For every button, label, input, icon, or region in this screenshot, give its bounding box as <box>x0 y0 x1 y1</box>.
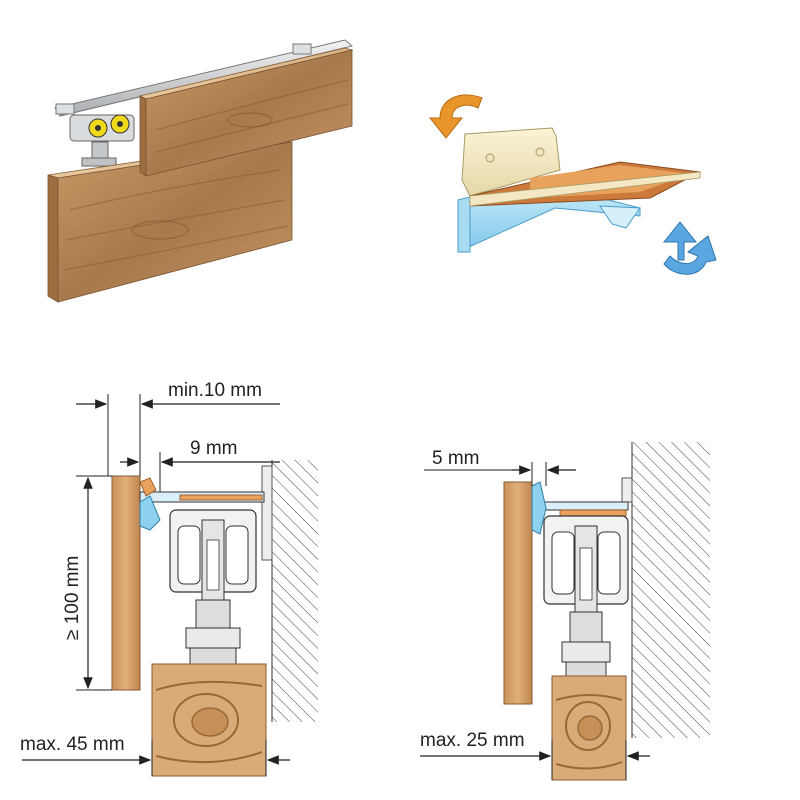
min-gap-label: min.10 mm <box>168 380 262 401</box>
door-panel <box>111 475 141 691</box>
front-panel-face <box>47 174 59 303</box>
blue-profile-section <box>531 481 547 535</box>
rail-bracket-left <box>55 103 75 115</box>
trolley-icon <box>69 114 135 167</box>
max-thickness-label: max. 45 mm <box>20 734 125 755</box>
rotate-arrow-blue-icon <box>662 221 717 275</box>
wall-bracket <box>261 465 273 561</box>
wall <box>272 460 318 722</box>
back-panel-face <box>139 95 147 177</box>
door-panel <box>503 481 533 705</box>
height-label: ≥ 100 mm <box>62 556 83 640</box>
rotate-arrow-orange-icon <box>428 94 483 139</box>
trolley-section-icon <box>169 509 257 665</box>
blue-profile-section <box>139 495 161 531</box>
right-section-diagram: 5 mm max. 25 mm <box>420 442 710 781</box>
wall-bracket <box>621 477 633 503</box>
sliding-door-illustration <box>47 39 354 303</box>
profile-top-rail <box>531 501 629 511</box>
reversible-profile-illustration <box>428 94 717 275</box>
left-section-diagram: min.10 mm 9 mm ≥ 100 mm max. 45 mm <box>20 380 318 777</box>
door-block <box>551 675 627 781</box>
rail-bracket-right <box>292 43 312 55</box>
wall <box>632 442 710 738</box>
max-thickness-label: max. 25 mm <box>420 730 525 751</box>
cream-profile <box>461 127 561 197</box>
trolley-section-icon <box>543 515 629 677</box>
offset-label: 5 mm <box>432 448 480 469</box>
offset-label: 9 mm <box>190 438 238 459</box>
door-block <box>151 663 267 777</box>
